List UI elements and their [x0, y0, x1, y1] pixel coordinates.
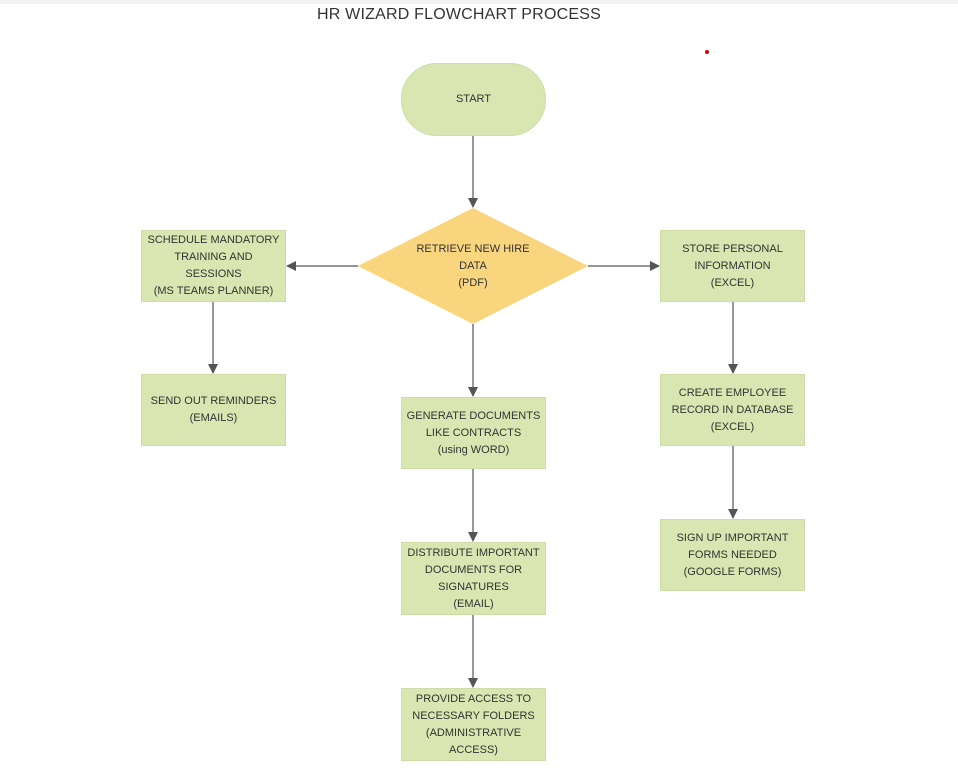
store-info-box[interactable]: STORE PERSONAL INFORMATION (EXCEL)	[660, 230, 805, 302]
create-record-label: CREATE EMPLOYEE RECORD IN DATABASE (EXCE…	[671, 386, 794, 433]
red-marker-dot	[705, 50, 709, 54]
top-bar	[0, 0, 958, 4]
distribute-documents-label: DISTRIBUTE IMPORTANT DOCUMENTS FOR SIGNA…	[407, 546, 540, 610]
sign-up-forms-box[interactable]: SIGN UP IMPORTANT FORMS NEEDED (GOOGLE F…	[660, 519, 805, 591]
provide-access-box[interactable]: PROVIDE ACCESS TO NECESSARY FOLDERS (ADM…	[401, 688, 546, 761]
distribute-documents-box[interactable]: DISTRIBUTE IMPORTANT DOCUMENTS FOR SIGNA…	[401, 542, 546, 615]
provide-access-label: PROVIDE ACCESS TO NECESSARY FOLDERS (ADM…	[412, 692, 535, 756]
store-info-label: STORE PERSONAL INFORMATION (EXCEL)	[682, 242, 783, 289]
create-record-box[interactable]: CREATE EMPLOYEE RECORD IN DATABASE (EXCE…	[660, 374, 805, 446]
start-label: START	[455, 93, 492, 105]
schedule-training-label: SCHEDULE MANDATORY TRAINING AND SESSIONS…	[147, 234, 280, 297]
send-reminders-box[interactable]: SEND OUT REMINDERS (EMAILS)	[141, 374, 286, 446]
generate-documents-box[interactable]: GENERATE DOCUMENTS LIKE CONTRACTS (using…	[401, 397, 546, 469]
decision-diamond-shape	[358, 208, 588, 324]
retrieve-label: RETRIEVE NEW HIRE DATA (PDF)	[416, 242, 530, 289]
retrieve-decision[interactable]: RETRIEVE NEW HIRE DATA (PDF)	[388, 232, 558, 300]
start-terminal[interactable]: START	[401, 63, 546, 136]
send-reminders-label: SEND OUT REMINDERS (EMAILS)	[150, 395, 277, 424]
diagram-title: HR WIZARD FLOWCHART PROCESS	[317, 6, 601, 23]
schedule-training-box[interactable]: SCHEDULE MANDATORY TRAINING AND SESSIONS…	[141, 230, 286, 302]
sign-up-forms-label: SIGN UP IMPORTANT FORMS NEEDED (GOOGLE F…	[676, 531, 789, 578]
generate-documents-label: GENERATE DOCUMENTS LIKE CONTRACTS (using…	[406, 409, 541, 456]
